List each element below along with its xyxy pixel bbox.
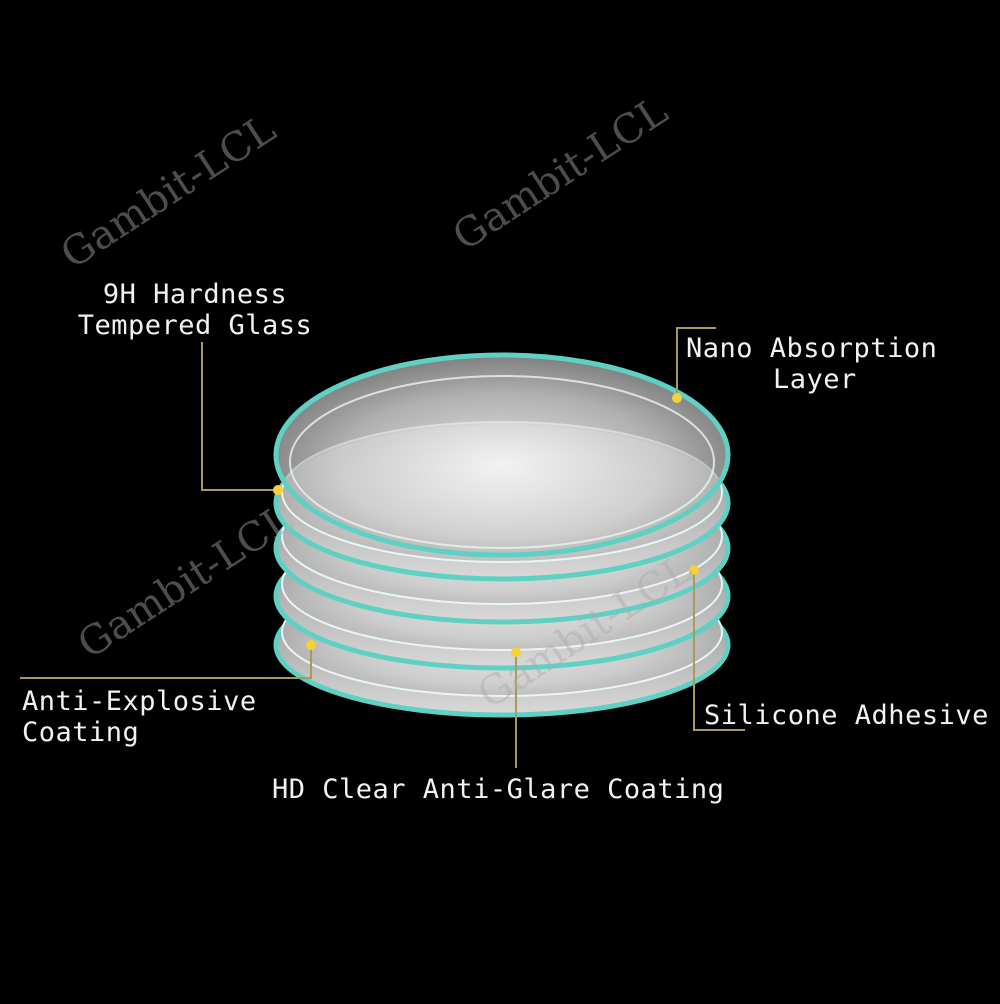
label-line: Silicone Adhesive (704, 700, 989, 731)
dot-explosive (306, 640, 316, 650)
leader-explosive (20, 645, 312, 679)
dot-silicone (689, 565, 699, 575)
marker-dots (273, 393, 699, 657)
dot-hardness (273, 485, 283, 495)
label-line: Tempered Glass (77, 310, 313, 341)
label-anti-explosive: Anti-Explosive Coating (22, 686, 257, 748)
label-hd-clear: HD Clear Anti-Glare Coating (272, 774, 724, 805)
label-line: 9H Hardness (102, 279, 288, 310)
label-line: Nano Absorption (686, 333, 938, 364)
disc-layer-1-inner (289, 375, 715, 549)
label-nano-absorption: Nano Absorption Layer (686, 333, 937, 395)
leader-nano (676, 327, 716, 398)
label-line: Anti-Explosive (22, 686, 257, 717)
leader-lines (20, 327, 745, 768)
dot-hd (511, 647, 521, 657)
dot-nano (672, 393, 682, 403)
disc-layer-1 (273, 352, 731, 558)
label-line: Layer (773, 364, 857, 395)
label-line: Coating (22, 717, 140, 748)
leader-hardness (201, 342, 278, 491)
label-silicone-adhesive: Silicone Adhesive (704, 700, 989, 731)
label-9h-hardness: 9H Hardness Tempered Glass (70, 279, 320, 341)
label-line: HD Clear Anti-Glare Coating (272, 774, 725, 805)
leader-silicone (693, 570, 745, 731)
